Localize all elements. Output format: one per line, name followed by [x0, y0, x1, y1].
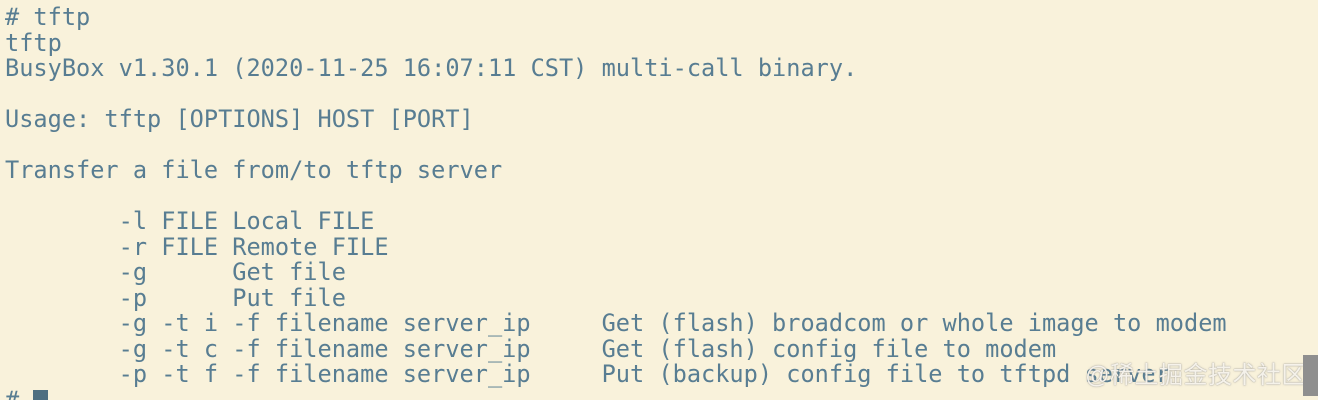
- scrollbar-thumb[interactable]: [1303, 355, 1318, 396]
- terminal-output: # tftp tftp BusyBox v1.30.1 (2020-11-25 …: [5, 3, 1227, 388]
- shell-prompt: #: [5, 385, 34, 400]
- prompt-line: #: [0, 385, 1318, 400]
- text-cursor: [33, 389, 48, 400]
